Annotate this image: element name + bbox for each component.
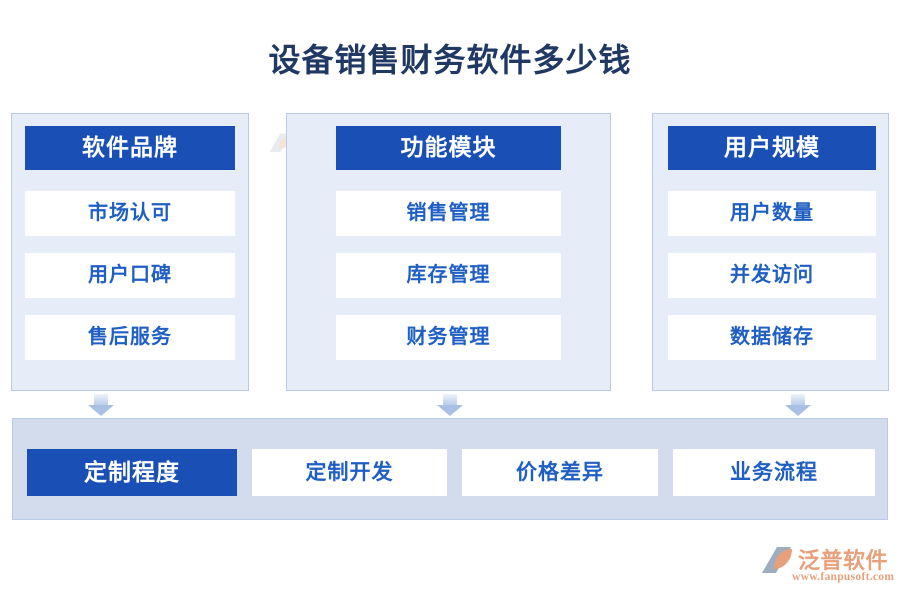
- column-item[interactable]: 用户数量: [668, 191, 876, 236]
- column-header[interactable]: 功能模块: [336, 126, 561, 170]
- bottom-bar-item[interactable]: 业务流程: [673, 449, 875, 496]
- bottom-bar: 定制程度 定制开发 价格差异 业务流程: [12, 418, 888, 520]
- brand-url[interactable]: www.fanpusoft.com: [792, 571, 895, 583]
- bottom-bar-item[interactable]: 价格差异: [462, 449, 658, 496]
- arrow-shaft: [443, 394, 457, 405]
- column-item[interactable]: 财务管理: [336, 315, 561, 360]
- column-item[interactable]: 销售管理: [336, 191, 561, 236]
- arrow-head: [437, 405, 463, 416]
- column-item[interactable]: 用户口碑: [25, 253, 235, 298]
- arrow-shaft: [94, 394, 108, 405]
- column-item[interactable]: 数据储存: [668, 315, 876, 360]
- brand-name: 泛普软件: [798, 548, 889, 573]
- column-function-modules: 功能模块 销售管理 库存管理 财务管理: [286, 113, 611, 391]
- page-title: 设备销售财务软件多少钱: [268, 42, 632, 78]
- columns-container: 软件品牌 市场认可 用户口碑 售后服务 功能模块 销售管理 库存管理 财务管理 …: [0, 113, 900, 391]
- column-header[interactable]: 用户规模: [668, 126, 876, 170]
- fanpu-logo-icon: [760, 545, 794, 576]
- column-item[interactable]: 市场认可: [25, 191, 235, 236]
- bottom-bar-item[interactable]: 定制开发: [252, 449, 447, 496]
- column-item[interactable]: 售后服务: [25, 315, 235, 360]
- arrow-down-icon: [88, 394, 114, 416]
- arrow-head: [88, 405, 114, 416]
- column-item[interactable]: 库存管理: [336, 253, 561, 298]
- column-header[interactable]: 软件品牌: [25, 126, 235, 170]
- column-item[interactable]: 并发访问: [668, 253, 876, 298]
- arrow-down-icon: [437, 394, 463, 416]
- arrow-shaft: [791, 394, 805, 405]
- bottom-bar-primary[interactable]: 定制程度: [27, 449, 237, 496]
- column-software-brand: 软件品牌 市场认可 用户口碑 售后服务: [11, 113, 249, 391]
- column-user-scale: 用户规模 用户数量 并发访问 数据储存: [652, 113, 889, 391]
- arrow-down-icon: [785, 394, 811, 416]
- arrow-head: [785, 405, 811, 416]
- brand-logo: 泛普软件 www.fanpusoft.com: [760, 543, 895, 591]
